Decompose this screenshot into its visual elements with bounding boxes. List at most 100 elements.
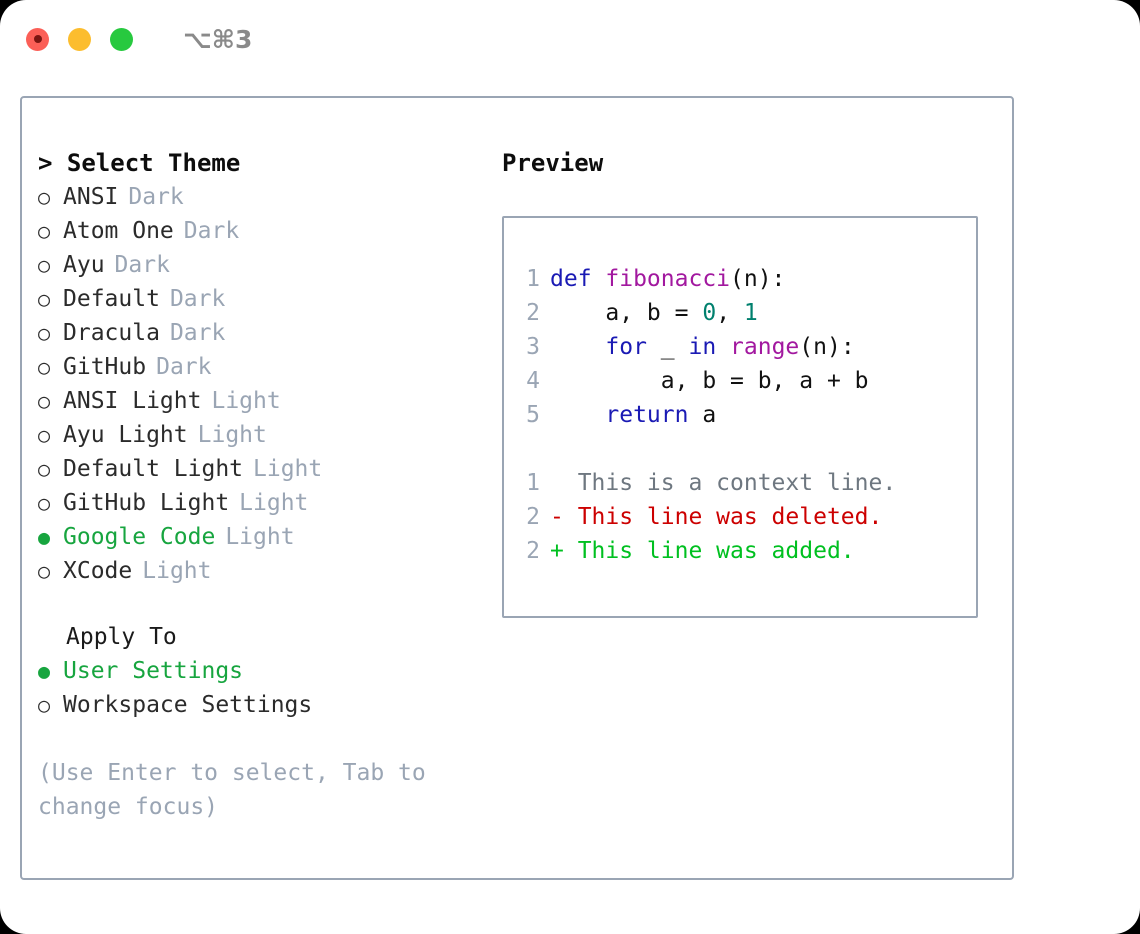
code-token-plain: , — [716, 300, 744, 326]
radio-unselected-icon: ○ — [38, 423, 51, 447]
theme-option-variant-badge: Dark — [169, 286, 226, 312]
code-line-number: 4 — [526, 368, 540, 394]
code-line: 5 return a — [514, 398, 976, 432]
code-line-text: a, b = 0, 1 — [550, 296, 757, 330]
diff-line: 2 + This line was added. — [514, 534, 976, 568]
code-line-text: for _ in range(n): — [550, 330, 855, 364]
minimize-window-button[interactable] — [68, 27, 91, 51]
diff-line-text-del: - This line was deleted. — [550, 504, 883, 530]
apply-to-option-workspace-settings[interactable]: ○ Workspace Settings — [38, 688, 490, 722]
section-title-preview: Preview — [502, 149, 604, 177]
theme-option-default[interactable]: ○ Default Dark — [38, 282, 490, 316]
code-line: 2 a, b = 0, 1 — [514, 296, 976, 330]
code-line-text: a, b = b, a + b — [550, 364, 869, 398]
radio-unselected-icon: ○ — [38, 457, 51, 481]
theme-option-variant-badge: Dark — [169, 320, 226, 346]
theme-option-ayu-light[interactable]: ○ Ayu Light Light — [38, 418, 490, 452]
list-spacer — [38, 588, 490, 620]
section-title-apply-to: Apply To — [66, 624, 177, 650]
theme-option-label: Dracula — [63, 320, 160, 346]
code-token-kw: for — [605, 334, 647, 360]
theme-option-label: Atom One — [63, 218, 174, 244]
code-token-plain: a, b = b, a + b — [550, 368, 869, 394]
code-token-punct: (n): — [799, 334, 855, 360]
theme-option-label: ANSI Light — [63, 388, 202, 414]
radio-unselected-icon: ○ — [38, 693, 51, 717]
theme-option-variant-badge: Light — [253, 456, 323, 482]
theme-option-variant-badge: Light — [225, 524, 295, 550]
code-line-number: 2 — [526, 300, 540, 326]
radio-selected-icon: ● — [38, 525, 51, 549]
apply-to-option-label: User Settings — [63, 658, 244, 684]
code-token-fn: range — [730, 334, 800, 360]
radio-unselected-icon: ○ — [38, 287, 51, 311]
apply-to-option-label: Workspace Settings — [63, 692, 313, 718]
code-line-number: 5 — [526, 402, 540, 428]
theme-option-label: Default Light — [63, 456, 244, 482]
theme-option-ansi-light[interactable]: ○ ANSI Light Light — [38, 384, 490, 418]
diff-sample: 1 This is a context line. 2 - This line wa… — [514, 466, 976, 568]
apply-to-options-list: ● User Settings ○ Workspace Settings — [38, 654, 490, 722]
code-token-num: 0 — [702, 300, 717, 326]
close-window-button[interactable] — [26, 27, 49, 51]
code-token-kw: in — [688, 334, 717, 360]
diff-line: 2 - This line was deleted. — [514, 500, 976, 534]
theme-option-label: GitHub Light — [63, 490, 230, 516]
code-line-text: return a — [550, 398, 716, 432]
apply-to-option-user-settings[interactable]: ● User Settings — [38, 654, 490, 688]
theme-option-label: Default — [63, 286, 160, 312]
diff-line-number: 2 — [526, 504, 540, 530]
code-token-kw: return — [605, 402, 689, 428]
theme-option-label: Ayu — [63, 252, 105, 278]
theme-option-ayu[interactable]: ○ Ayu Dark — [38, 248, 490, 282]
theme-option-default-light[interactable]: ○ Default Light Light — [38, 452, 490, 486]
radio-unselected-icon: ○ — [38, 355, 51, 379]
radio-selected-icon: ● — [38, 659, 51, 683]
theme-option-variant-badge: Dark — [114, 252, 170, 278]
section-title-select-theme: > Select Theme — [38, 149, 241, 177]
close-icon — [33, 35, 42, 43]
code-token-fn: fibonacci — [605, 266, 731, 292]
radio-unselected-icon: ○ — [38, 185, 51, 209]
diff-line-number: 1 — [526, 470, 540, 496]
theme-option-variant-badge: Light — [142, 558, 212, 584]
diff-line-number: 2 — [526, 538, 540, 564]
code-line-text: def fibonacci(n): — [550, 262, 785, 296]
keyboard-shortcut-label: ⌥⌘3 — [183, 24, 253, 54]
maximize-window-button[interactable] — [110, 27, 133, 51]
theme-option-variant-badge: Dark — [183, 218, 240, 244]
code-token-plain: _ — [646, 334, 689, 360]
theme-option-atom-one[interactable]: ○ Atom One Dark — [38, 214, 490, 248]
titlebar: ⌥⌘3 — [0, 0, 1140, 78]
code-token-kw: def — [550, 266, 606, 292]
traffic-lights — [26, 27, 133, 51]
theme-option-variant-badge: Dark — [156, 354, 212, 380]
code-token-plain — [716, 334, 730, 360]
code-line-number: 3 — [526, 334, 540, 360]
theme-option-label: Ayu Light — [63, 422, 188, 448]
code-token-plain — [550, 402, 605, 428]
theme-option-variant-badge: Light — [197, 422, 267, 448]
theme-option-variant-badge: Light — [211, 388, 281, 414]
radio-unselected-icon: ○ — [38, 559, 51, 583]
code-diff-spacer — [514, 432, 976, 466]
radio-unselected-icon: ○ — [38, 389, 51, 413]
keyboard-hint-text: (Use Enter to select, Tab to change focu… — [38, 760, 440, 820]
radio-unselected-icon: ○ — [38, 253, 51, 277]
diff-line: 1 This is a context line. — [514, 466, 976, 500]
diff-line-text-add: + This line was added. — [550, 538, 855, 564]
code-line: 3 for _ in range(n): — [514, 330, 976, 364]
radio-unselected-icon: ○ — [38, 219, 51, 243]
